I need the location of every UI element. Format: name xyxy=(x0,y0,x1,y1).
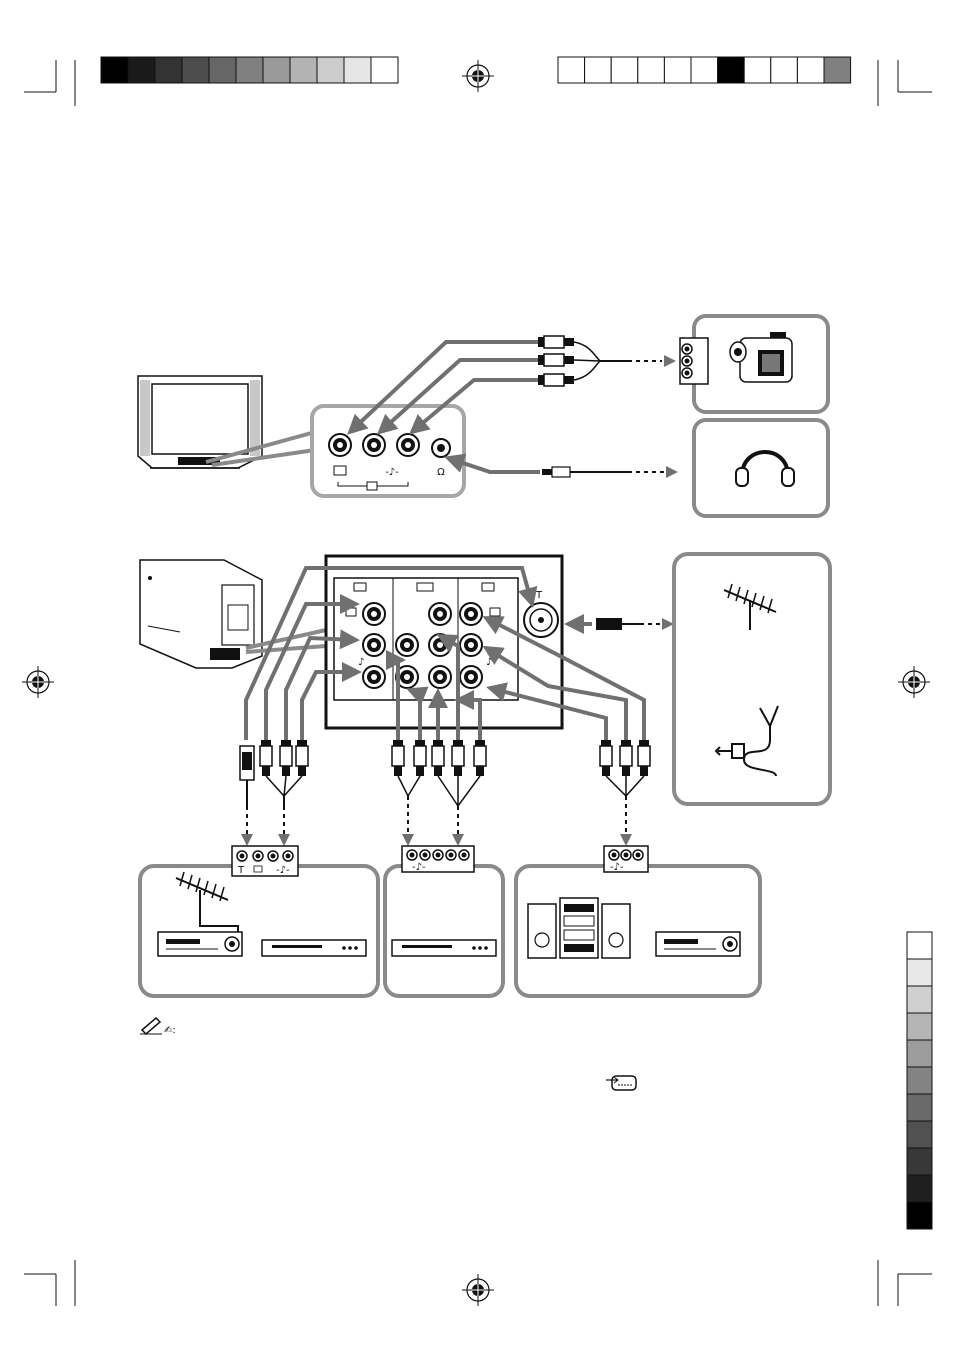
color-swatch xyxy=(128,57,155,83)
registration-mark-icon xyxy=(22,666,54,698)
vcr-icon xyxy=(158,932,242,956)
side-swatch xyxy=(907,1121,932,1148)
tv-rear xyxy=(140,560,262,668)
stereo-system-icon xyxy=(528,898,630,958)
tick-swatch xyxy=(771,57,798,83)
tick-swatch xyxy=(664,57,691,83)
registration-mark-icon xyxy=(462,60,494,92)
audio-symbol-right: ♪ xyxy=(486,657,492,668)
antenna-symbol: T xyxy=(535,590,543,601)
vcr-device-box: T -♪- xyxy=(140,846,378,996)
tick-swatch xyxy=(558,57,585,83)
tick-swatch xyxy=(718,57,745,83)
side-swatch xyxy=(907,1067,932,1094)
antenna-device-box xyxy=(674,554,830,804)
tick-swatch xyxy=(611,57,638,83)
tick-swatch xyxy=(585,57,612,83)
video-in-jack xyxy=(329,434,351,456)
header-color-bar xyxy=(101,57,398,83)
registration-mark-icon xyxy=(898,666,930,698)
color-swatch xyxy=(344,57,371,83)
svg-text:T: T xyxy=(237,865,245,876)
audio-l-jack xyxy=(363,434,385,456)
svg-text:-♪-: -♪- xyxy=(276,865,290,876)
headphones-device-box xyxy=(694,420,828,516)
audio-symbol-left: ♪ xyxy=(358,657,364,668)
antenna-cable-plug xyxy=(596,618,674,630)
dvd-device-box: -♪- xyxy=(385,846,503,996)
av-input-icon xyxy=(606,1076,636,1090)
side-swatch xyxy=(907,1040,932,1067)
color-swatch xyxy=(101,57,128,83)
note-pencil-icon xyxy=(140,1018,162,1034)
audio-device-box: -♪- xyxy=(516,846,760,996)
side-swatch xyxy=(907,932,932,959)
dvd-player-icon xyxy=(262,940,366,956)
color-swatch xyxy=(263,57,290,83)
color-swatch xyxy=(290,57,317,83)
color-swatch xyxy=(371,57,398,83)
side-color-bar xyxy=(907,932,932,1229)
header-tick-bar xyxy=(558,57,851,83)
vcr-icon xyxy=(656,932,740,956)
tick-swatch xyxy=(691,57,718,83)
color-swatch xyxy=(182,57,209,83)
headphone-symbol: Ω xyxy=(437,467,445,478)
side-swatch xyxy=(907,1013,932,1040)
tv-front xyxy=(138,376,262,468)
color-swatch xyxy=(209,57,236,83)
plug-group-dvd xyxy=(392,740,486,846)
registration-mark-icon xyxy=(462,1274,494,1306)
tick-swatch xyxy=(824,57,851,83)
color-swatch xyxy=(155,57,182,83)
audio-symbol: -♪- xyxy=(385,467,399,478)
side-swatch xyxy=(907,1094,932,1121)
svg-text:-♪-: -♪- xyxy=(610,862,624,873)
side-swatch xyxy=(907,1148,932,1175)
side-swatch xyxy=(907,1175,932,1202)
dvd-player-icon xyxy=(392,940,496,956)
tick-swatch xyxy=(797,57,824,83)
side-swatch xyxy=(907,959,932,986)
color-swatch xyxy=(236,57,263,83)
tick-swatch xyxy=(638,57,665,83)
audio-r-jack xyxy=(397,434,419,456)
plug-group-vcr xyxy=(240,740,308,846)
camcorder-device-box xyxy=(680,316,828,412)
color-swatch xyxy=(317,57,344,83)
side-swatch xyxy=(907,986,932,1013)
plug-group-audio xyxy=(600,740,650,846)
headphone-plug xyxy=(542,466,678,478)
tick-swatch xyxy=(744,57,771,83)
side-swatch xyxy=(907,1202,932,1229)
side-av-panel: -♪- Ω xyxy=(312,406,464,496)
note-label: ✍: xyxy=(164,1025,176,1036)
svg-text:-♪-: -♪- xyxy=(412,862,426,873)
